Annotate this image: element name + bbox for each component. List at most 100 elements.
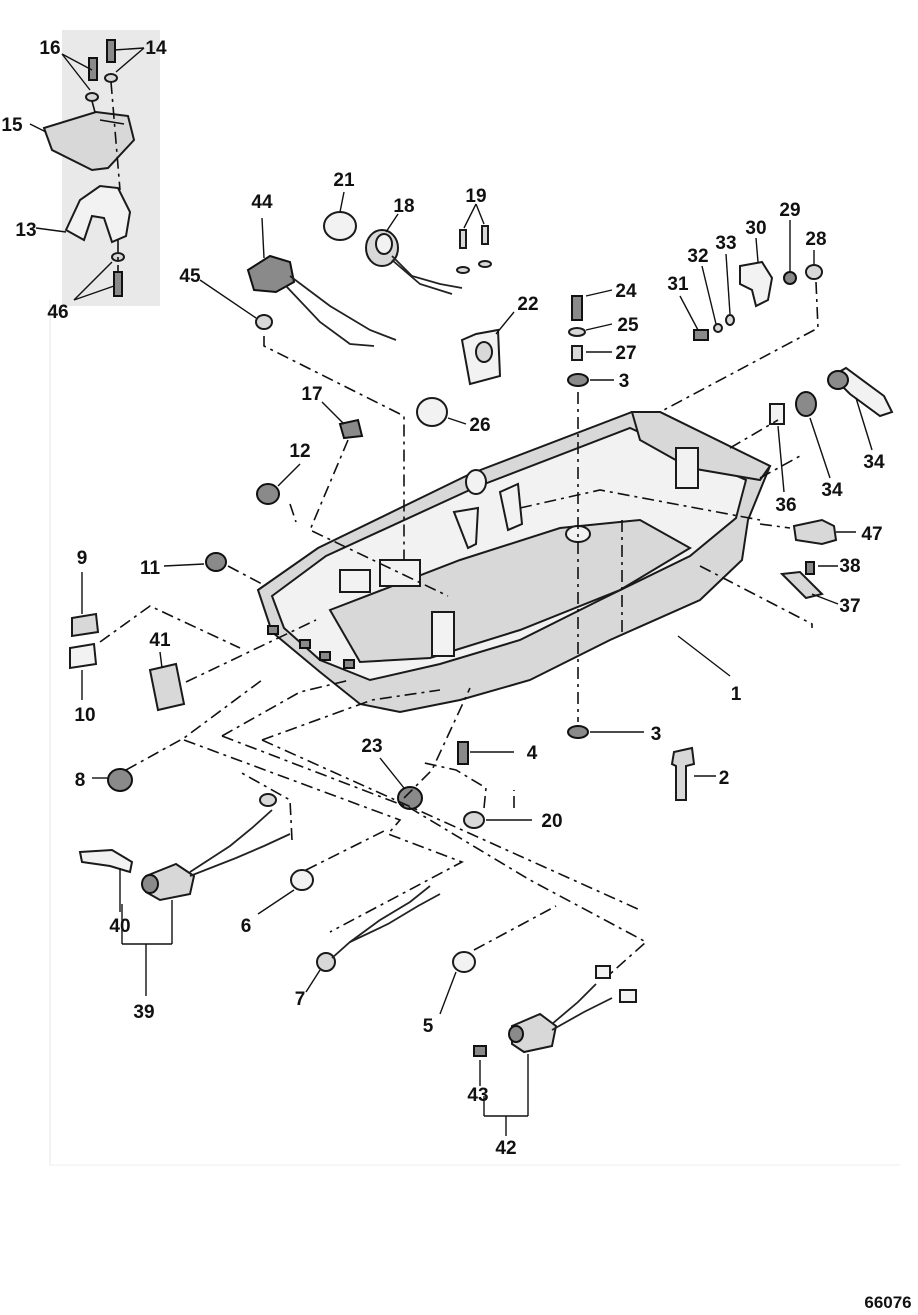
- washer-32: [713, 323, 723, 333]
- callout-14: 14: [145, 38, 167, 59]
- callout-19: 19: [465, 186, 486, 207]
- callout-41: 41: [149, 630, 171, 651]
- washer-25: [568, 327, 586, 337]
- screw-19b: [481, 225, 489, 245]
- callout-28: 28: [805, 229, 826, 250]
- callout-5: 5: [423, 1016, 434, 1037]
- cover-plate-41: [148, 662, 186, 712]
- switch-part-42: [473, 965, 637, 1136]
- cap-28: [805, 264, 823, 280]
- screw-38: [805, 561, 815, 575]
- screw-4: [457, 741, 469, 765]
- callout-11: 11: [140, 558, 161, 579]
- callout-34-seal: 34: [821, 480, 843, 501]
- callout-42: 42: [495, 1138, 516, 1159]
- figure-number: 66076: [864, 1293, 911, 1312]
- callout-26: 26: [469, 415, 490, 436]
- switch-part-18: [365, 213, 463, 295]
- screw-19a: [459, 229, 467, 249]
- callout-6: 6: [241, 916, 252, 937]
- callout-13: 13: [15, 220, 36, 241]
- spacer-27: [571, 345, 583, 361]
- grommet-20: [463, 811, 485, 829]
- callout-27: 27: [615, 343, 636, 364]
- callout-2: 2: [719, 768, 730, 789]
- cowl-hole: [465, 469, 487, 495]
- screw-14: [106, 39, 116, 63]
- grommet-8: [107, 768, 133, 792]
- callout-22: 22: [517, 294, 538, 315]
- callout-43: 43: [467, 1085, 488, 1106]
- callout-30: 30: [745, 218, 766, 239]
- harness-part-7: [305, 885, 441, 993]
- callout-38: 38: [839, 556, 860, 577]
- washer-16: [85, 92, 99, 102]
- bracket-inset: [29, 30, 160, 306]
- nut-45: [255, 314, 273, 330]
- callout-45: 45: [179, 266, 201, 287]
- callout-12: 12: [289, 441, 310, 462]
- callout-32: 32: [687, 246, 708, 267]
- seal-21: [323, 211, 357, 241]
- screw-31: [693, 329, 709, 341]
- callout-21: 21: [333, 170, 355, 191]
- plug-6: [290, 869, 314, 891]
- callout-3-top: 3: [619, 371, 630, 392]
- callout-3-bottom: 3: [651, 724, 662, 745]
- nut-3-top: [567, 373, 589, 387]
- callout-1: 1: [731, 684, 742, 705]
- lower-cowl-assembly: [256, 411, 772, 714]
- callout-24: 24: [615, 281, 637, 302]
- seal-26: [416, 397, 448, 427]
- clamp-9: [71, 612, 100, 638]
- callout-29: 29: [779, 200, 800, 221]
- switch-part-39: [78, 793, 291, 996]
- cowl-mount-block: [379, 559, 421, 587]
- callout-44: 44: [251, 192, 273, 213]
- screw-24: [571, 295, 583, 321]
- cowl-bracket-left: [452, 506, 480, 550]
- cowl-post: [431, 611, 455, 657]
- callout-39: 39: [133, 1002, 154, 1023]
- bracket-part-13: [64, 184, 132, 244]
- cowl-bracket-right: [498, 482, 524, 532]
- callout-34-handle: 34: [863, 452, 885, 473]
- callout-labels: 1 2 3 3 4 5 6 7 8 9 10 11 12 13 14 15 16…: [1, 38, 885, 1159]
- grommet-12: [256, 483, 280, 505]
- bracket-part-15: [42, 110, 136, 172]
- washer-33: [725, 314, 735, 326]
- cowl-latch-block: [675, 447, 699, 489]
- switch-part-44: [199, 217, 397, 347]
- callout-9: 9: [77, 548, 88, 569]
- lower-cowl-rear: [630, 411, 772, 482]
- pin-37: [779, 570, 824, 600]
- callout-36: 36: [775, 495, 796, 516]
- callout-25: 25: [617, 315, 639, 336]
- callout-20: 20: [541, 811, 562, 832]
- callout-18: 18: [393, 196, 414, 217]
- callout-7: 7: [295, 989, 306, 1010]
- inset-background: [62, 30, 160, 306]
- clip-17: [338, 418, 364, 440]
- plug-5: [452, 951, 476, 973]
- callout-33: 33: [715, 233, 736, 254]
- clamp-10: [69, 642, 98, 670]
- seal-34: [795, 391, 817, 417]
- callout-17: 17: [301, 384, 322, 405]
- callout-46: 46: [47, 302, 68, 323]
- lower-cowl-floor: [328, 518, 692, 664]
- callout-47: 47: [861, 524, 882, 545]
- washer-14: [104, 73, 118, 83]
- callout-8: 8: [75, 770, 86, 791]
- bushing-36: [769, 403, 785, 425]
- fitting-part-2: [670, 746, 716, 801]
- callout-37: 37: [839, 596, 860, 617]
- screw-46: [113, 271, 123, 297]
- callout-31: 31: [667, 274, 689, 295]
- fitting-47: [792, 518, 838, 546]
- cowl-mount-boss: [339, 569, 371, 593]
- callout-40: 40: [109, 916, 130, 937]
- routing-lines: [99, 281, 819, 975]
